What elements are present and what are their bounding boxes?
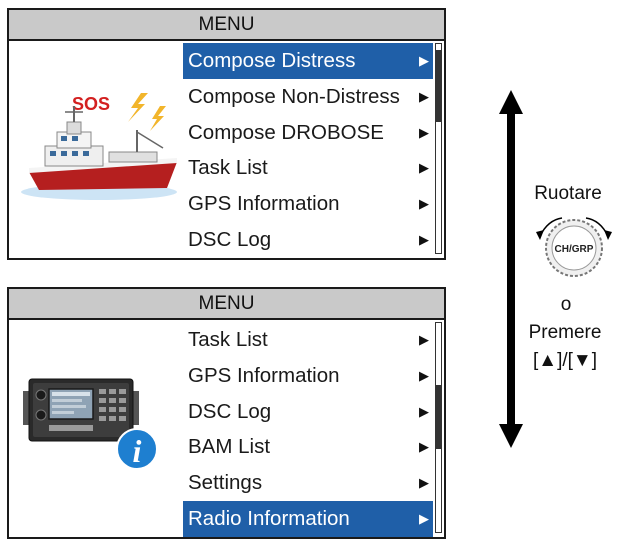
menu-item-compose-distress[interactable]: Compose Distress ▶ (183, 43, 433, 79)
menu-item-label: Settings (188, 471, 263, 495)
menu-item-radio-information[interactable]: Radio Information ▶ (183, 500, 433, 537)
menu-item-task-list[interactable]: Task List ▶ (183, 322, 433, 358)
scroll-thumb[interactable] (436, 50, 441, 122)
menu-item-gps-information[interactable]: GPS Information ▶ (183, 358, 433, 394)
menu-item-label: GPS Information (188, 363, 340, 387)
menu-item-compose-drobose[interactable]: Compose DROBOSE ▶ (183, 115, 433, 151)
menu-item-label: DSC Log (188, 399, 272, 423)
menu-item-dsc-log[interactable]: DSC Log ▶ (183, 222, 433, 258)
menu-title: MENU (9, 10, 444, 41)
chevron-right-icon: ▶ (419, 160, 429, 176)
menu-item-dsc-log[interactable]: DSC Log ▶ (183, 394, 433, 430)
menu-item-settings[interactable]: Settings ▶ (183, 465, 433, 501)
chevron-right-icon: ▶ (419, 332, 429, 347)
info-letter: i (133, 433, 142, 469)
chevron-right-icon: ▶ (419, 367, 429, 383)
knob-label: CH/GRP (555, 244, 594, 255)
menu-item-bam-list[interactable]: BAM List ▶ (183, 429, 433, 465)
menu-list: Compose Distress ▶ Compose Non-Distress … (183, 43, 433, 258)
radio-info-icon: i (23, 378, 158, 470)
up-down-keys-label: [▲]/[▼] (532, 350, 597, 371)
rotate-label: Ruotare (534, 183, 602, 204)
menu-item-label: Task List (188, 156, 268, 180)
menu-item-label: Task List (188, 328, 268, 351)
scrollbar[interactable] (435, 43, 442, 254)
arrow-down-icon (499, 424, 523, 448)
menu-item-label: GPS Information (188, 192, 340, 216)
chevron-right-icon: ▶ (419, 475, 429, 491)
ch-grp-knob-icon: CH/GRP (536, 217, 612, 277)
or-label: o (560, 294, 572, 315)
menu-item-compose-non-distress[interactable]: Compose Non-Distress ▶ (183, 79, 433, 115)
scrollbar[interactable] (435, 322, 442, 533)
menu-item-label: DSC Log (188, 227, 272, 251)
ship-icon: SOS (21, 93, 177, 200)
chevron-right-icon: ▶ (419, 403, 429, 419)
chevron-right-icon: ▶ (419, 439, 429, 455)
menu-screen-bottom: MENU i Task List ▶ GPS Information ▶ (7, 287, 446, 539)
chevron-right-icon: ▶ (419, 53, 429, 68)
menu-item-label: BAM List (188, 435, 271, 459)
menu-item-gps-information[interactable]: GPS Information ▶ (183, 186, 433, 222)
chevron-right-icon: ▶ (419, 196, 429, 212)
menu-list: Task List ▶ GPS Information ▶ DSC Log ▶ … (183, 322, 433, 537)
chevron-right-icon: ▶ (419, 510, 429, 526)
press-label: Premere (528, 322, 602, 343)
menu-title: MENU (9, 289, 444, 320)
menu-item-label: Compose Distress (188, 49, 356, 72)
menu-item-task-list[interactable]: Task List ▶ (183, 150, 433, 186)
menu-screen-top: MENU SOS Compose Distress ▶ Compose Non-… (7, 8, 446, 260)
sos-label: SOS (72, 94, 110, 114)
double-arrow-shaft (507, 110, 515, 430)
navigation-hint: Ruotare CH/GRP o Premere [▲]/[▼] (478, 90, 623, 450)
menu-item-label: Radio Information (188, 506, 350, 530)
menu-item-label: Compose DROBOSE (188, 120, 384, 144)
menu-item-label: Compose Non-Distress (188, 84, 400, 108)
chevron-right-icon: ▶ (419, 124, 429, 140)
chevron-right-icon: ▶ (419, 88, 429, 104)
chevron-right-icon: ▶ (419, 231, 429, 247)
scroll-thumb[interactable] (436, 385, 441, 449)
